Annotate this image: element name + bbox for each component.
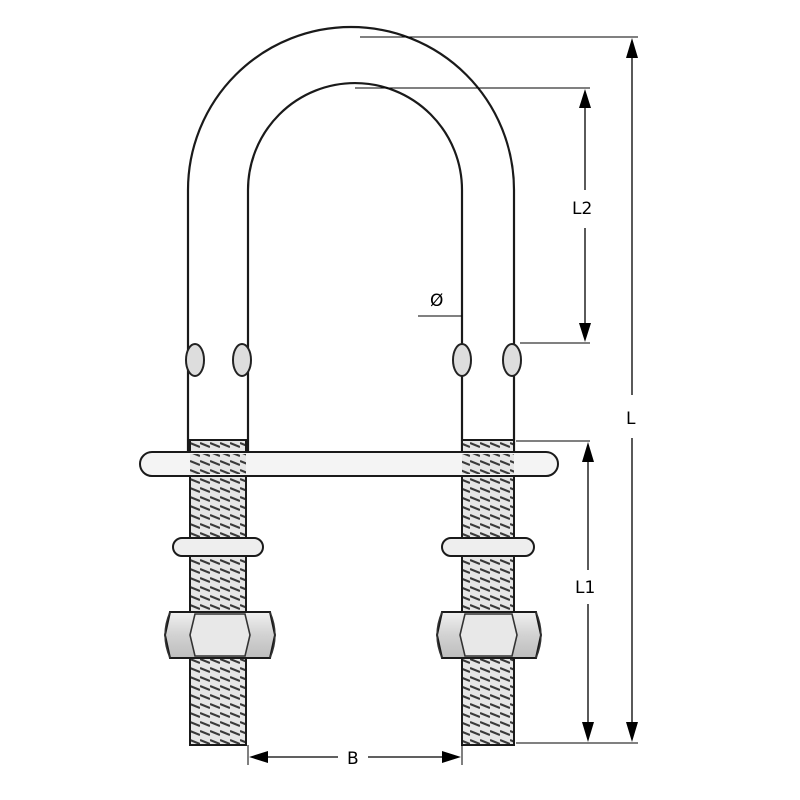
left-threaded-leg bbox=[189, 439, 247, 746]
rod-section-marks bbox=[185, 343, 522, 377]
label-l: L bbox=[626, 409, 636, 429]
dimension-b: B bbox=[249, 749, 461, 769]
dimension-l2: L2 bbox=[572, 89, 592, 342]
left-washer bbox=[172, 537, 264, 557]
right-hex-nut bbox=[435, 611, 543, 659]
right-threaded-leg bbox=[461, 439, 515, 746]
backing-plate bbox=[139, 451, 559, 477]
left-hex-nut bbox=[163, 611, 277, 659]
label-l1: L1 bbox=[575, 578, 595, 598]
label-diameter: Ø bbox=[430, 291, 443, 311]
dimension-l1: L1 bbox=[575, 442, 595, 742]
extension-lines bbox=[247, 36, 638, 765]
right-washer bbox=[441, 537, 535, 557]
dimension-l: L bbox=[626, 38, 638, 742]
u-bolt-bend bbox=[186, 25, 516, 460]
label-l2: L2 bbox=[572, 199, 592, 219]
label-b: B bbox=[347, 749, 359, 769]
dimension-diameter: Ø bbox=[430, 291, 443, 311]
